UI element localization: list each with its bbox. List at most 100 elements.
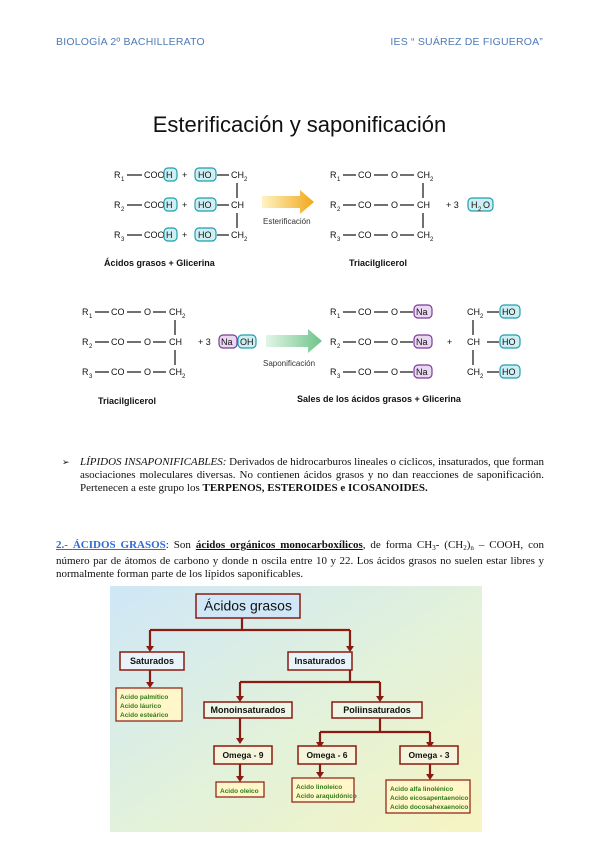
carbon-subscript: 2 [182, 314, 186, 320]
r-group: R [330, 367, 337, 377]
ester-oxygen: O [144, 367, 151, 377]
omega3-examples-item: Acido alfa linolénico [390, 786, 453, 793]
r-group: R [330, 170, 337, 180]
unsaturated-node: Insaturados [294, 656, 345, 666]
header-left: BIOLOGÍA 2º BACHILLERATO [56, 36, 205, 48]
page-title: Esterificación y saponificación [152, 112, 447, 137]
highlight-box [499, 334, 521, 349]
r-subscript: 1 [337, 177, 341, 183]
sodium: Na [416, 307, 428, 317]
water-coefficient: + 3 [446, 200, 459, 210]
r-subscript: 3 [89, 374, 93, 380]
polyunsaturated-node-box [331, 701, 423, 719]
glycerol-hydroxyl: HO [198, 170, 212, 180]
r-subscript: 2 [337, 207, 341, 213]
arrow-bullet-icon: ➢ [62, 458, 70, 468]
carbonyl-group: CO [111, 337, 125, 347]
carbonyl-group: CO [358, 367, 372, 377]
carbon-subscript: 2 [480, 314, 484, 320]
header-right: IES “ SUÁREZ DE FIGUEROA” [390, 36, 543, 48]
highlight-box [163, 197, 178, 212]
omega6-examples-item: Acido linoleico [296, 784, 342, 791]
fatty-acids-link[interactable]: ÁCIDOS GRASOS [72, 539, 166, 551]
water-oxygen: O [483, 200, 490, 210]
fatty-acids-paragraph: 2.- ÁCIDOS GRASOS: Son ácidos orgánicos … [56, 539, 544, 580]
highlight-box [237, 334, 257, 349]
omega9-node: Omega - 9 [222, 750, 263, 760]
saturated-examples-item: Acido láurico [120, 703, 161, 710]
glycerol-carbon: CH [417, 200, 430, 210]
glycerol-hydroxyl: HO [502, 367, 516, 377]
root-node-box [195, 593, 301, 619]
r-group: R [82, 367, 89, 377]
ester-oxygen: O [144, 337, 151, 347]
highlight-box [194, 167, 217, 182]
ester-oxygen: O [144, 307, 151, 317]
plus-sign: + [447, 337, 452, 347]
r-subscript: 3 [121, 237, 125, 243]
r-group: R [330, 230, 337, 240]
r-subscript: 2 [121, 207, 125, 213]
omega9-node-box [213, 745, 273, 765]
highlight-box [499, 304, 521, 319]
saponification-label: Saponificación [263, 359, 315, 368]
r-group: R [330, 200, 337, 210]
omega9-examples-item: Acido oleico [220, 788, 259, 795]
glycerol-carbon: CH [231, 200, 244, 210]
r-group: R [82, 307, 89, 317]
section-number: 2.- [56, 539, 73, 551]
carbon-subscript: 2 [244, 177, 248, 183]
highlight-box [218, 334, 238, 349]
carbonyl-group: CO [358, 200, 372, 210]
saponification-caption-left: Triacilglicerol [98, 396, 156, 406]
monounsaturated-node-box [203, 701, 293, 719]
highlight-box [163, 227, 178, 242]
plus-sign: + [182, 200, 187, 210]
carboxyl-group: COO [144, 200, 165, 210]
page-header: BIOLOGÍA 2º BACHILLERATO IES “ SUÁREZ DE… [56, 36, 543, 48]
bullet-text: LÍPIDOS INSAPONIFICABLES: Derivados de h… [80, 456, 545, 494]
r-group: R [330, 307, 337, 317]
glycerol-carbon: CH [467, 367, 480, 377]
glycerol-carbon: CH [231, 230, 244, 240]
omega3-node-box [399, 745, 459, 765]
carbonyl-group: CO [358, 337, 372, 347]
r-subscript: 3 [337, 237, 341, 243]
glycerol-hydroxyl: HO [198, 230, 212, 240]
sodium: Na [416, 367, 428, 377]
highlight-box [194, 227, 217, 242]
carbon-subscript: 2 [430, 177, 434, 183]
plus-sign: + [182, 170, 187, 180]
carbon-subscript: 2 [430, 237, 434, 243]
highlight-box [467, 197, 494, 212]
saturated-node: Saturados [130, 656, 174, 666]
r-group: R [330, 337, 337, 347]
r-subscript: 1 [89, 314, 93, 320]
base-coefficient: + 3 [198, 337, 211, 347]
glycerol-carbon: CH [231, 170, 244, 180]
omega3-examples-item: Acido eicosapentaenoico [390, 795, 468, 802]
ester-oxygen: O [391, 170, 398, 180]
omega6-node-box [297, 745, 357, 765]
omega3-examples-box [385, 779, 471, 814]
highlight-box [163, 167, 178, 182]
tree-arrowheads [146, 646, 434, 782]
glycerol-carbon: CH [467, 307, 480, 317]
hydroxide: OH [240, 337, 254, 347]
omega9-examples-box [215, 781, 265, 798]
r-group: R [82, 337, 89, 347]
carbon-subscript: 2 [480, 374, 484, 380]
carboxylate-oxygen: O [391, 337, 398, 347]
omega3-examples-item: Acido docosahexaenoico [390, 804, 468, 811]
glycerol-hydroxyl: HO [502, 337, 516, 347]
esterification-label: Esterificación [263, 217, 311, 226]
glycerol-hydroxyl: HO [502, 307, 516, 317]
carboxylate-oxygen: O [391, 367, 398, 377]
root-node: Ácidos grasos [204, 598, 292, 614]
carbonyl-group: CO [358, 307, 372, 317]
highlight-box [413, 364, 433, 379]
glycerol-carbon: CH [417, 170, 430, 180]
